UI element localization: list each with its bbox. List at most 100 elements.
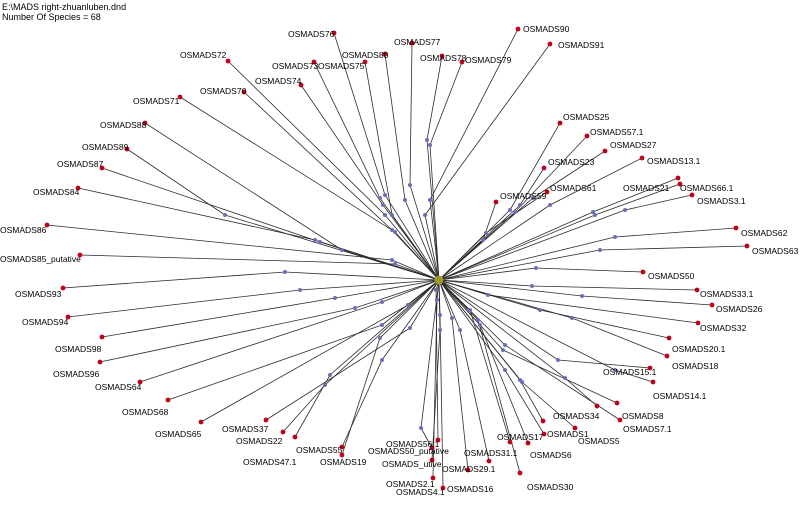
- leaf-marker[interactable]: [298, 82, 304, 88]
- tree-branch: [200, 279, 440, 423]
- leaf-marker[interactable]: [99, 334, 105, 340]
- leaf-marker[interactable]: [695, 320, 701, 326]
- leaf-marker[interactable]: [515, 26, 521, 32]
- leaf-marker[interactable]: [75, 185, 81, 191]
- tree-branch: [294, 279, 440, 438]
- leaf-marker[interactable]: [99, 165, 105, 171]
- leaf-marker[interactable]: [694, 287, 700, 293]
- leaf-marker[interactable]: [241, 89, 247, 95]
- tree-branch: [426, 55, 443, 281]
- internal-node: [378, 196, 382, 200]
- leaf-marker[interactable]: [584, 133, 590, 139]
- leaf-marker[interactable]: [525, 440, 531, 446]
- leaf-marker[interactable]: [165, 397, 171, 403]
- leaf-label: OSMADS88: [100, 120, 147, 130]
- leaf-marker[interactable]: [540, 418, 546, 424]
- leaf-marker[interactable]: [198, 419, 204, 425]
- internal-node: [393, 262, 397, 266]
- leaf-marker[interactable]: [339, 444, 345, 450]
- tree-branch: [341, 279, 440, 448]
- tree-branch: [438, 150, 606, 281]
- leaf-marker[interactable]: [311, 59, 317, 65]
- internal-node: [353, 306, 357, 310]
- leaf-marker[interactable]: [594, 403, 600, 409]
- internal-node: [518, 203, 522, 207]
- leaf-marker[interactable]: [675, 175, 681, 181]
- leaf-marker[interactable]: [177, 94, 183, 100]
- leaf-marker[interactable]: [493, 199, 499, 205]
- leaf-marker[interactable]: [647, 365, 653, 371]
- tree-branch: [179, 96, 440, 281]
- leaf-marker[interactable]: [666, 335, 672, 341]
- leaf-marker[interactable]: [677, 181, 683, 187]
- internal-node: [438, 313, 442, 317]
- leaf-label: OSMADS33.1: [700, 289, 754, 299]
- leaf-marker[interactable]: [639, 155, 645, 161]
- leaf-marker[interactable]: [44, 222, 50, 228]
- leaf-marker[interactable]: [744, 243, 750, 249]
- leaf-marker[interactable]: [439, 53, 445, 59]
- internal-node: [458, 328, 462, 332]
- leaf-marker[interactable]: [507, 439, 513, 445]
- leaf-marker[interactable]: [362, 59, 368, 65]
- leaf-marker[interactable]: [142, 120, 148, 126]
- internal-node: [408, 326, 412, 330]
- leaf-label: OSMADS70: [200, 86, 247, 96]
- leaf-marker[interactable]: [614, 400, 620, 406]
- leaf-marker[interactable]: [572, 425, 578, 431]
- tree-branch: [101, 167, 440, 281]
- leaf-marker[interactable]: [430, 475, 436, 481]
- internal-node: [591, 210, 595, 214]
- internal-node: [333, 296, 337, 300]
- leaf-label: OSMADS5: [578, 436, 620, 446]
- leaf-marker[interactable]: [517, 470, 523, 476]
- leaf-marker[interactable]: [429, 457, 435, 463]
- leaf-marker[interactable]: [617, 417, 623, 423]
- internal-node: [538, 308, 542, 312]
- leaf-marker[interactable]: [429, 445, 435, 451]
- leaf-marker[interactable]: [331, 30, 337, 36]
- leaf-marker[interactable]: [339, 452, 345, 458]
- leaf-marker[interactable]: [709, 302, 715, 308]
- leaf-marker[interactable]: [225, 58, 231, 64]
- leaf-marker[interactable]: [97, 359, 103, 365]
- leaf-marker[interactable]: [640, 269, 646, 275]
- internal-node: [434, 288, 438, 292]
- leaf-marker[interactable]: [137, 379, 143, 385]
- internal-node: [383, 213, 387, 217]
- leaf-marker[interactable]: [435, 437, 441, 443]
- leaf-marker[interactable]: [544, 189, 550, 195]
- leaf-marker[interactable]: [547, 41, 553, 47]
- leaf-marker[interactable]: [465, 467, 471, 473]
- leaf-marker[interactable]: [77, 252, 83, 258]
- internal-node: [223, 213, 227, 217]
- leaf-marker[interactable]: [664, 353, 670, 359]
- leaf-marker[interactable]: [557, 120, 563, 126]
- leaf-marker[interactable]: [382, 51, 388, 57]
- leaf-marker[interactable]: [124, 146, 130, 152]
- leaf-label: OSMADS19: [320, 457, 367, 467]
- leaf-label: OSMADS50_putative: [368, 446, 449, 456]
- leaf-marker[interactable]: [409, 40, 415, 46]
- internal-node: [428, 143, 432, 147]
- leaf-marker[interactable]: [280, 429, 286, 435]
- leaf-marker[interactable]: [541, 431, 547, 437]
- leaf-marker[interactable]: [602, 148, 608, 154]
- leaf-marker[interactable]: [689, 192, 695, 198]
- leaf-marker[interactable]: [650, 379, 656, 385]
- leaf-marker[interactable]: [541, 165, 547, 171]
- leaf-marker[interactable]: [440, 485, 446, 491]
- leaf-label: OSMADS23: [548, 157, 595, 167]
- tree-branch: [62, 271, 440, 289]
- leaf-marker[interactable]: [459, 59, 465, 65]
- leaf-marker[interactable]: [733, 225, 739, 231]
- internal-node: [598, 248, 602, 252]
- leaf-marker[interactable]: [60, 285, 66, 291]
- leaf-label: OSMADS90: [523, 24, 570, 34]
- leaf-marker[interactable]: [292, 434, 298, 440]
- internal-node: [613, 368, 617, 372]
- leaf-marker[interactable]: [486, 458, 492, 464]
- leaf-marker[interactable]: [65, 314, 71, 320]
- leaf-marker[interactable]: [263, 417, 269, 423]
- internal-node: [503, 368, 507, 372]
